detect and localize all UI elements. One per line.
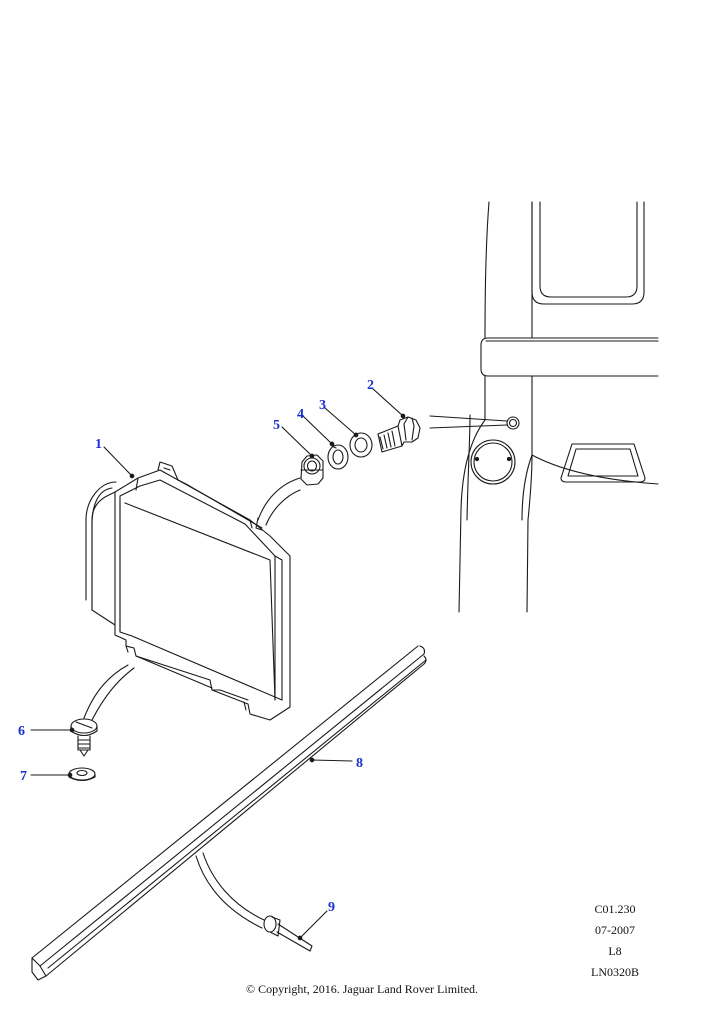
spring-washer-part (327, 444, 349, 470)
screw-part (70, 718, 98, 757)
callout-8[interactable]: 8 (356, 756, 363, 771)
diagram-level: L8 (608, 944, 622, 958)
callout-6[interactable]: 6 (18, 724, 25, 739)
heat-shield-part (85, 461, 291, 721)
diagram-date: 07-2007 (595, 923, 635, 937)
callout-7[interactable]: 7 (20, 769, 27, 784)
callout-5[interactable]: 5 (273, 418, 280, 433)
hex-nut-part (300, 454, 324, 486)
illustration-number: LN0320B (591, 965, 639, 979)
vehicle-body-outline (458, 201, 659, 613)
callout-numbers: 1 2 3 4 5 6 7 8 9 (18, 378, 374, 915)
flat-washer-part (349, 432, 373, 458)
push-clip-part (263, 915, 313, 952)
shield-leader-lines (83, 477, 301, 721)
callout-9[interactable]: 9 (328, 900, 335, 915)
diagram-reference-code: C01.230 (594, 902, 636, 916)
copyright-notice: © Copyright, 2016. Jaguar Land Rover Lim… (245, 982, 479, 996)
small-washer-part (68, 767, 96, 782)
trim-strip-part (31, 645, 427, 981)
callout-leaders (30, 387, 406, 941)
clip-leader-lines (195, 852, 265, 929)
callout-3[interactable]: 3 (319, 398, 326, 413)
bolt-leader-lines (429, 415, 508, 429)
callout-2[interactable]: 2 (367, 378, 374, 393)
flange-bolt-part (377, 416, 421, 453)
callout-4[interactable]: 4 (297, 407, 304, 422)
callout-1[interactable]: 1 (95, 437, 102, 452)
